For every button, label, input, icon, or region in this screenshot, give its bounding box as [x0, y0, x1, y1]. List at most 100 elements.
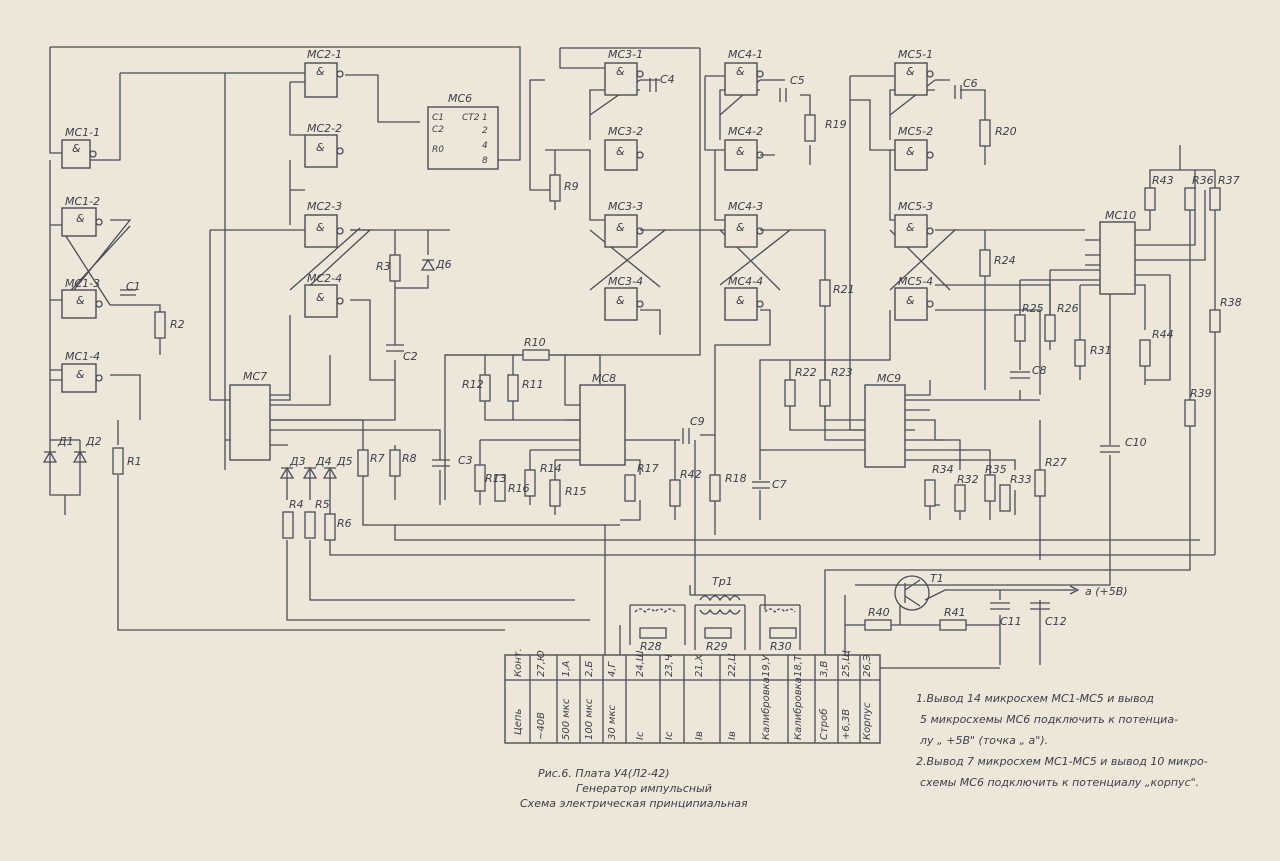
svg-text:R5: R5: [315, 498, 330, 511]
r23-body: [819, 379, 831, 407]
svg-text:&: &: [906, 294, 915, 307]
svg-text:R43: R43: [1152, 174, 1174, 187]
label-ms4-3: МС4-3: [728, 200, 763, 213]
svg-text:&: &: [906, 65, 915, 78]
connector-circuit-0: ~40В: [536, 712, 547, 740]
svg-text:R32: R32: [957, 473, 979, 486]
label-ms1-1: МС1-1: [65, 126, 100, 139]
resistor-labels: R1 R2 R3 R4 R5 R6 R7 R8 R9 R10 R11 R12 R…: [127, 118, 1242, 653]
ms4-2-gate: [724, 139, 758, 171]
svg-text:&: &: [72, 142, 81, 155]
ms9-chip: [864, 384, 906, 468]
connector-pin-3: 4,Г: [607, 660, 618, 677]
label-ms3-3: МС3-3: [608, 200, 643, 213]
connector-pin-2: 2,Б: [584, 660, 595, 677]
label-ms4-1: МС4-1: [728, 48, 763, 61]
svg-text:Цепь: Цепь: [513, 709, 524, 735]
r32-body: [954, 484, 966, 512]
svg-text:R42: R42: [680, 468, 702, 481]
ms1-4-gate: [61, 363, 97, 393]
r24-body: [979, 249, 991, 277]
connector-pin-9: 18,Т: [793, 654, 804, 677]
svg-text:R25: R25: [1022, 302, 1044, 315]
svg-text:Д6: Д6: [435, 258, 452, 271]
connector-table: [504, 654, 881, 744]
svg-text:R28: R28: [640, 640, 662, 653]
ms6-chip: [427, 106, 499, 170]
connector-circuit-9: Калибровка: [792, 677, 804, 740]
svg-text:C2: C2: [403, 350, 418, 363]
transistor-t1: [894, 575, 930, 611]
r26-body: [1044, 314, 1056, 342]
connector-circuit-8: Калибровка: [760, 677, 772, 740]
r36-body: [1184, 187, 1196, 211]
svg-text:R23: R23: [831, 366, 853, 379]
c9-symbol: [682, 428, 690, 444]
svg-text:R8: R8: [402, 452, 417, 465]
svg-text:C11: C11: [1000, 615, 1022, 628]
r34-body: [924, 479, 936, 507]
diodes: [42, 258, 436, 479]
r30-body: [769, 627, 797, 639]
c5-symbol: [779, 88, 787, 102]
connector-pin-1: 1,А: [561, 660, 572, 677]
r37-body: [1209, 187, 1221, 211]
ms3-4-gate: [604, 287, 638, 321]
caption-line: Генератор импульсный: [576, 782, 712, 795]
r18-body: [709, 474, 721, 502]
svg-text:&: &: [76, 212, 85, 225]
ms5-4-gate: [894, 287, 928, 321]
wiring: [49, 46, 1216, 669]
label-ms5-1: МС5-1: [898, 48, 933, 61]
diode-labels: Д1 Д2 Д3 Д4 Д5 Д6: [57, 258, 452, 468]
label-ms2-1: МС2-1: [307, 48, 342, 61]
connector-circuit-12: Корпус: [862, 702, 873, 740]
chip-labels: МС1-1 МС1-2 МС1-3 МС1-4 МС2-1 МС2-2 МС2-…: [65, 48, 1136, 385]
r29-body: [704, 627, 732, 639]
svg-text:&: &: [736, 221, 745, 234]
c7-symbol: [752, 481, 770, 489]
r16-body: [494, 474, 506, 502]
svg-text:R33: R33: [1010, 473, 1032, 486]
r43-body: [1144, 187, 1156, 211]
connector-circuit-2: 100 мкс: [584, 698, 595, 740]
svg-text:R7: R7: [370, 452, 385, 465]
r3-body: [389, 254, 401, 282]
svg-text:R24: R24: [994, 254, 1016, 267]
svg-text:R44: R44: [1152, 328, 1174, 341]
svg-text:C4: C4: [660, 73, 675, 86]
caption-line: Схема электрическая принципиальная: [520, 797, 748, 810]
svg-text:&: &: [616, 65, 625, 78]
ms2-2-gate: [304, 134, 338, 168]
svg-text:R1: R1: [127, 455, 142, 468]
svg-text:R35: R35: [985, 463, 1007, 476]
r41-body: [939, 619, 967, 631]
label-ms2-3: МС2-3: [307, 200, 342, 213]
r5-body: [304, 511, 316, 539]
svg-text:8: 8: [482, 156, 488, 166]
resistors: [112, 114, 1221, 639]
label-ms1-4: МС1-4: [65, 350, 100, 363]
svg-text:R38: R38: [1220, 296, 1242, 309]
svg-text:R16: R16: [508, 482, 530, 495]
note-line: 1.Вывод 14 микросхем МС1-МС5 и вывод: [916, 692, 1154, 705]
r6-body: [324, 513, 336, 541]
connector-pin-11: 25,Щ: [841, 650, 852, 677]
r14-body: [524, 469, 536, 497]
r20-body: [979, 119, 991, 147]
r10-body: [522, 349, 550, 361]
ms5-2-gate: [894, 139, 928, 171]
capacitor-labels: C1 C2 C3 C4 C5 C6 C7 C8 C9 C10 C11 C12: [126, 73, 1147, 628]
connector-circuit-5: Iс: [664, 731, 675, 740]
svg-text:R12: R12: [462, 378, 484, 391]
ms5-1-gate: [894, 62, 928, 96]
c12-symbol: [1030, 602, 1050, 610]
d6-symbol: [420, 258, 436, 271]
ms3-1-gate: [604, 62, 638, 96]
svg-text:&: &: [316, 65, 325, 78]
svg-text:R20: R20: [995, 125, 1017, 138]
svg-text:R22: R22: [795, 366, 817, 379]
connector-pin-10: 3,В: [819, 660, 830, 677]
chips: [61, 62, 1136, 468]
